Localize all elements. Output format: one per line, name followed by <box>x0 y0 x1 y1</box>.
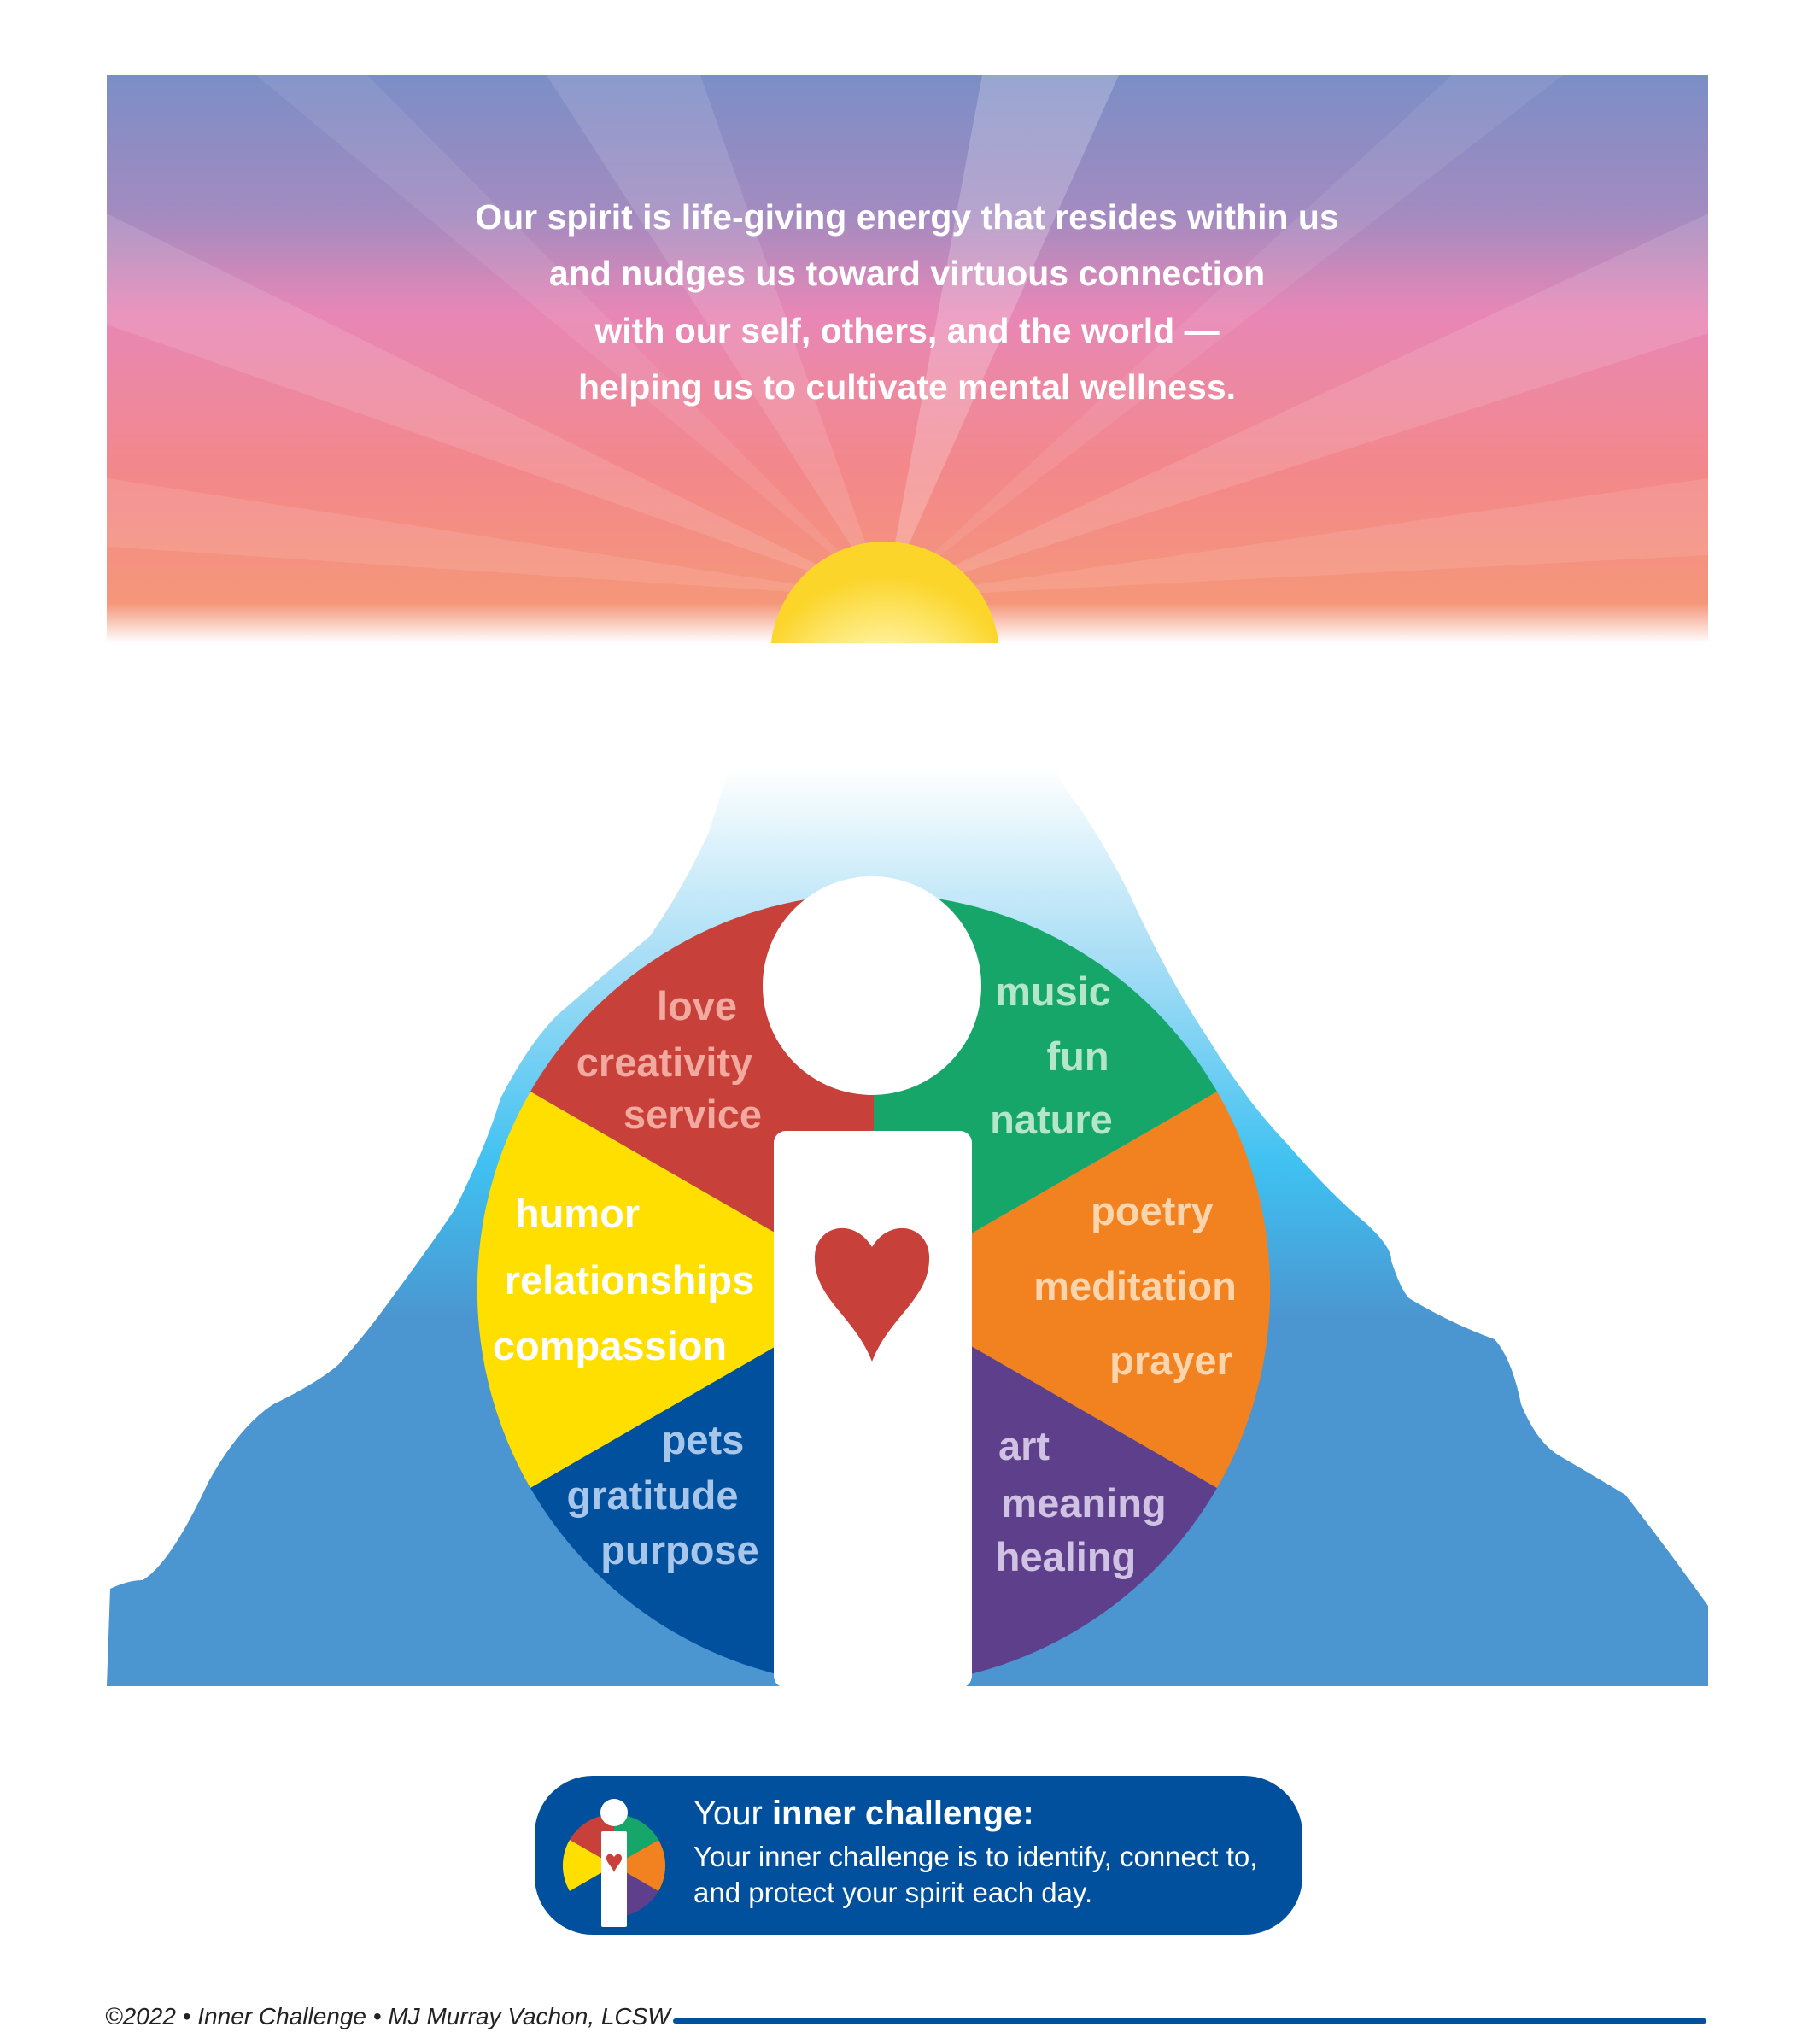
label-love: love <box>657 983 737 1028</box>
quote-line: and nudges us toward virtuous connection <box>549 254 1265 293</box>
inner-challenge-logo-icon <box>562 1799 666 1927</box>
label-creativity: creativity <box>576 1040 752 1085</box>
label-poetry: poetry <box>1091 1188 1214 1233</box>
spirit-wheel <box>477 876 1271 1688</box>
footer-rule <box>673 2018 1706 2024</box>
quote-line: with our self, others, and the world — <box>594 311 1219 350</box>
label-compassion: compassion <box>493 1323 727 1368</box>
label-meditation: meditation <box>1033 1263 1237 1309</box>
footer-credit: ©2022 • Inner Challenge • MJ Murray Vach… <box>105 2003 670 2029</box>
label-meaning: meaning <box>1001 1480 1166 1526</box>
challenge-body: Your inner challenge is to identify, con… <box>693 1841 1258 1908</box>
label-prayer: prayer <box>1109 1338 1232 1383</box>
label-service: service <box>623 1092 762 1137</box>
quote-text: Our spirit is life-giving energy that re… <box>475 197 1339 407</box>
label-nature: nature <box>990 1097 1113 1142</box>
challenge-title-bold: inner challenge: <box>771 1795 1034 1832</box>
label-pets: pets <box>662 1417 745 1462</box>
quote-line: Our spirit is life-giving energy that re… <box>475 197 1339 237</box>
sun-rays <box>107 75 1708 598</box>
label-art: art <box>998 1423 1050 1468</box>
label-purpose: purpose <box>600 1527 758 1573</box>
label-relationships: relationships <box>505 1257 755 1303</box>
label-healing: healing <box>996 1534 1137 1579</box>
heart-icon <box>814 1227 930 1362</box>
challenge-title: Your inner challenge: <box>693 1795 1034 1833</box>
inner-challenge-box: Your inner challenge: Your inner challen… <box>535 1776 1302 1935</box>
sun <box>770 542 999 643</box>
label-gratitude: gratitude <box>566 1473 738 1518</box>
figure-head <box>763 876 981 1095</box>
figure-body <box>774 1131 972 1688</box>
label-music: music <box>995 969 1111 1014</box>
quote-line: helping us to cultivate mental wellness. <box>578 367 1236 407</box>
challenge-title-prefix: Your <box>693 1795 772 1832</box>
sky-panel <box>107 75 1708 643</box>
wheel-labels: love creativity service music fun nature… <box>493 969 1237 1579</box>
label-humor: humor <box>515 1191 640 1236</box>
wheel-segment-yellow <box>477 1092 874 1488</box>
wheel-segment-orange <box>874 1092 1271 1488</box>
label-fun: fun <box>1046 1034 1109 1079</box>
